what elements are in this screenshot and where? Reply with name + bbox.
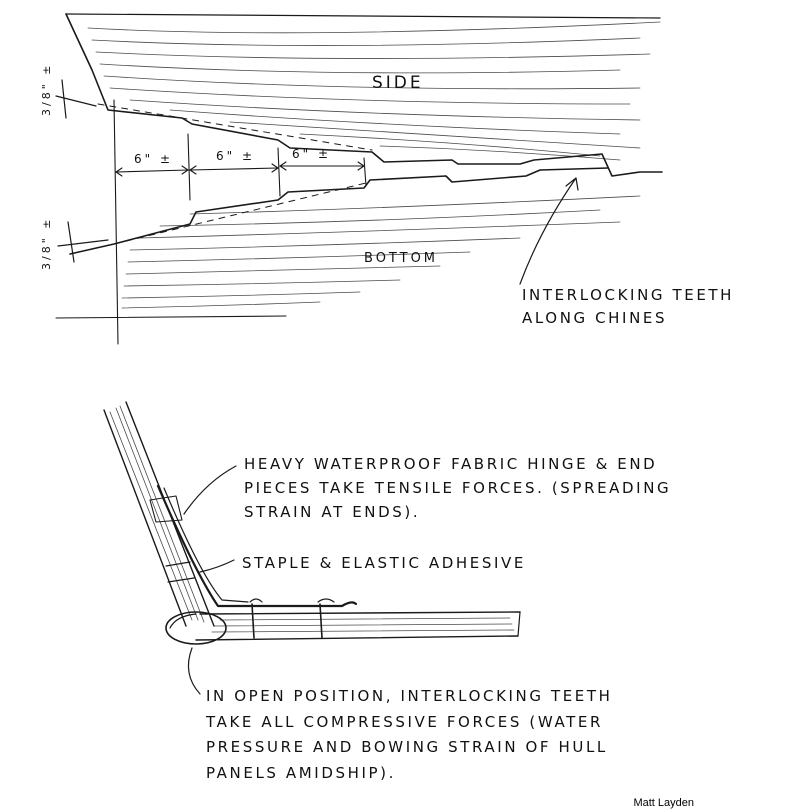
teeth-callout-arrow (565, 177, 579, 191)
open-callout-line-4: PANELS AMIDSHIP). (206, 763, 396, 782)
side-panel-top-edge (65, 13, 661, 19)
fabric-callout-line-3: STRAIN AT ENDS). (244, 503, 421, 521)
dimension-label-left: 6" ± (134, 152, 173, 166)
baseline (55, 315, 287, 319)
open-callout-leader (187, 647, 201, 695)
fabric-hinge (156, 484, 358, 608)
fabric-callout-leader (183, 465, 237, 515)
fabric-hinge-inner (163, 487, 249, 603)
angle-mark-top (55, 79, 97, 119)
staple-callout-leader (199, 559, 235, 573)
angle-label-bottom: 3/8" ± (40, 217, 53, 270)
open-callout-line-2: TAKE ALL COMPRESSIVE FORCES (WATER (206, 712, 603, 731)
fabric-end-tab (249, 598, 335, 603)
hinge-joint (165, 611, 227, 645)
fabric-callout-line-2: PIECES TAKE TENSILE FORCES. (SPREADING (244, 479, 672, 497)
projection-line-bottom (113, 181, 371, 245)
side-panel-section (103, 401, 215, 627)
bottom-panel-hatching (121, 195, 641, 309)
dimension-label-middle: 6" ± (216, 149, 255, 163)
projection-line-top (97, 103, 373, 151)
fabric-callout: HEAVY WATERPROOF FABRIC HINGE & END PIEC… (244, 452, 671, 524)
staple-callout-line: STAPLE & ELASTIC ADHESIVE (242, 554, 526, 572)
open-position-callout: IN OPEN POSITION, INTERLOCKING TEETH TAK… (206, 684, 613, 786)
dimension-label-right: 6" ± (292, 147, 331, 161)
staple-callout: STAPLE & ELASTIC ADHESIVE (242, 552, 526, 575)
teeth-callout-line-1: INTERLOCKING TEETH (522, 286, 735, 304)
author-credit: Matt Layden (633, 797, 694, 809)
angle-mark-bottom (57, 221, 109, 263)
side-panel-edge (65, 13, 663, 177)
open-callout-line-3: PRESSURE AND BOWING STRAIN OF HULL (206, 738, 608, 756)
top-diagram: SIDE BOTTOM 6" ± 6" ± 6" ± 3/8" ± 3/8" ± (40, 13, 663, 345)
side-label: SIDE (372, 73, 424, 93)
vertical-reference-line (113, 99, 119, 345)
bottom-panel-edge (69, 167, 609, 255)
fabric-callout-line-1: HEAVY WATERPROOF FABRIC HINGE & END (244, 455, 658, 473)
angle-label-top: 3/8" ± (40, 63, 53, 116)
bottom-diagram (103, 401, 521, 695)
teeth-callout: INTERLOCKING TEETH ALONG CHINES (522, 284, 734, 331)
teeth-callout-line-2: ALONG CHINES (522, 309, 668, 328)
teeth-callout-leader (519, 177, 577, 285)
dimension-lines (115, 133, 367, 201)
open-callout-line-1: IN OPEN POSITION, INTERLOCKING TEETH (206, 687, 613, 705)
bottom-label: BOTTOM (364, 251, 438, 266)
bottom-panel-section (195, 603, 521, 641)
side-panel-hatching (87, 21, 661, 161)
hinge-joint-inner (169, 613, 197, 629)
